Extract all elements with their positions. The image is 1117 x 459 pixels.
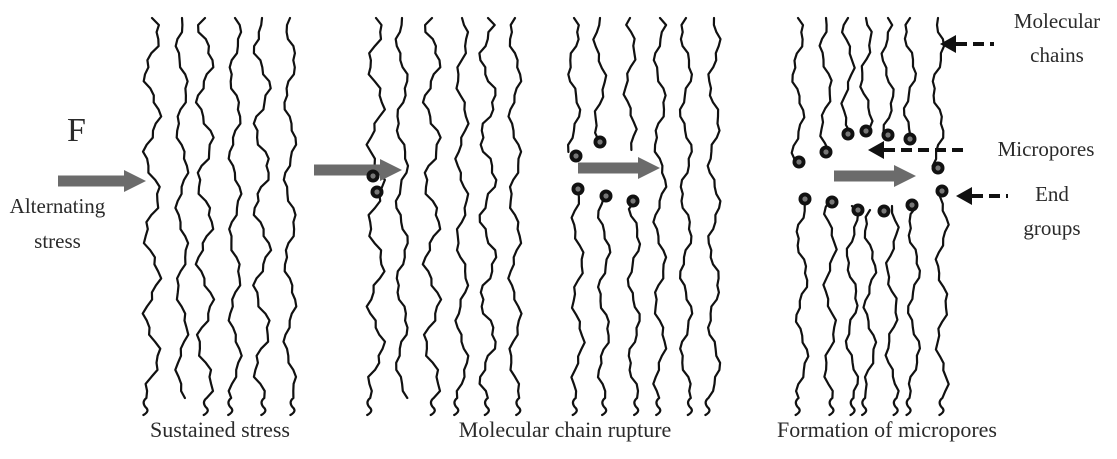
caption-sustained-stress: Sustained stress	[120, 418, 320, 442]
molecular-chain	[792, 18, 805, 160]
molecular-chain	[904, 18, 916, 136]
end-group-core	[909, 202, 914, 207]
molecular-chain	[860, 18, 872, 128]
end-group-core	[796, 159, 801, 164]
end-group-core	[370, 173, 375, 178]
end-group-core	[630, 198, 635, 203]
molecular-chain	[396, 18, 408, 398]
end-group-core	[863, 128, 868, 133]
molecular-chains-label-line1: Molecular	[1002, 10, 1112, 33]
molecular-chain	[143, 18, 162, 415]
molecular-chain	[598, 197, 610, 415]
molecular-chain	[367, 18, 385, 415]
stress-arrow	[58, 170, 146, 192]
molecular-chain	[479, 18, 496, 415]
molecular-chain	[568, 18, 580, 152]
molecular-chain	[196, 18, 214, 415]
molecular-chains-label-line2: chains	[1002, 44, 1112, 67]
end-group-core	[907, 136, 912, 141]
end-group-core	[855, 207, 860, 212]
stress-arrow	[834, 165, 916, 187]
end-group-core	[845, 131, 850, 136]
alternating-stress-label-line1: Alternating	[0, 195, 115, 218]
end-group-core	[374, 189, 379, 194]
molecular-chain	[284, 18, 297, 415]
molecular-chain	[862, 210, 876, 415]
molecular-chain	[680, 18, 692, 415]
molecular-chain	[228, 18, 242, 415]
molecular-chain	[624, 18, 637, 150]
molecular-chain	[820, 18, 832, 150]
end-group-core	[935, 165, 940, 170]
end-group-core	[573, 153, 578, 158]
molecular-chain	[653, 18, 666, 415]
molecular-chain	[628, 202, 640, 415]
alternating-stress-label-line2: stress	[0, 230, 115, 253]
chains-layer	[143, 18, 949, 415]
caption-formation-of-micropores: Formation of micropores	[752, 418, 1022, 442]
end-groups-label-line2: groups	[1012, 217, 1092, 240]
label-pointer-head	[868, 141, 884, 159]
molecular-chain	[508, 18, 521, 415]
stress-arrow	[578, 157, 660, 179]
molecular-chain	[936, 190, 949, 415]
molecular-chain	[933, 18, 944, 166]
molecular-chain	[253, 18, 271, 415]
molecular-chain	[907, 200, 920, 415]
molecular-chain	[423, 18, 441, 415]
end-group-core	[829, 199, 834, 204]
molecular-chain	[571, 190, 584, 415]
stress-arrow	[314, 159, 402, 181]
end-group-core	[823, 149, 828, 154]
end-group-core	[575, 186, 580, 191]
end-group-core	[597, 139, 602, 144]
molecular-chain	[886, 206, 899, 415]
end-group-core	[881, 208, 886, 213]
end-group-core	[603, 193, 608, 198]
molecular-chain	[823, 200, 836, 415]
end-group-core	[802, 196, 807, 201]
end-group-core	[885, 132, 890, 137]
micropores-label: Micropores	[976, 138, 1116, 161]
molecular-chain	[454, 18, 468, 415]
molecular-chain	[841, 18, 854, 132]
end-group-core	[939, 188, 944, 193]
molecular-chain	[882, 18, 894, 132]
end-groups-label-line1: End	[1012, 183, 1092, 206]
molecular-chain	[593, 18, 606, 140]
label-pointer-head	[956, 187, 972, 205]
molecular-chain	[175, 18, 188, 398]
molecular-chain	[846, 206, 858, 415]
caption-molecular-chain-rupture: Molecular chain rupture	[420, 418, 710, 442]
force-label: F	[67, 112, 86, 149]
molecular-chain	[796, 197, 809, 415]
molecular-chain	[705, 18, 720, 415]
